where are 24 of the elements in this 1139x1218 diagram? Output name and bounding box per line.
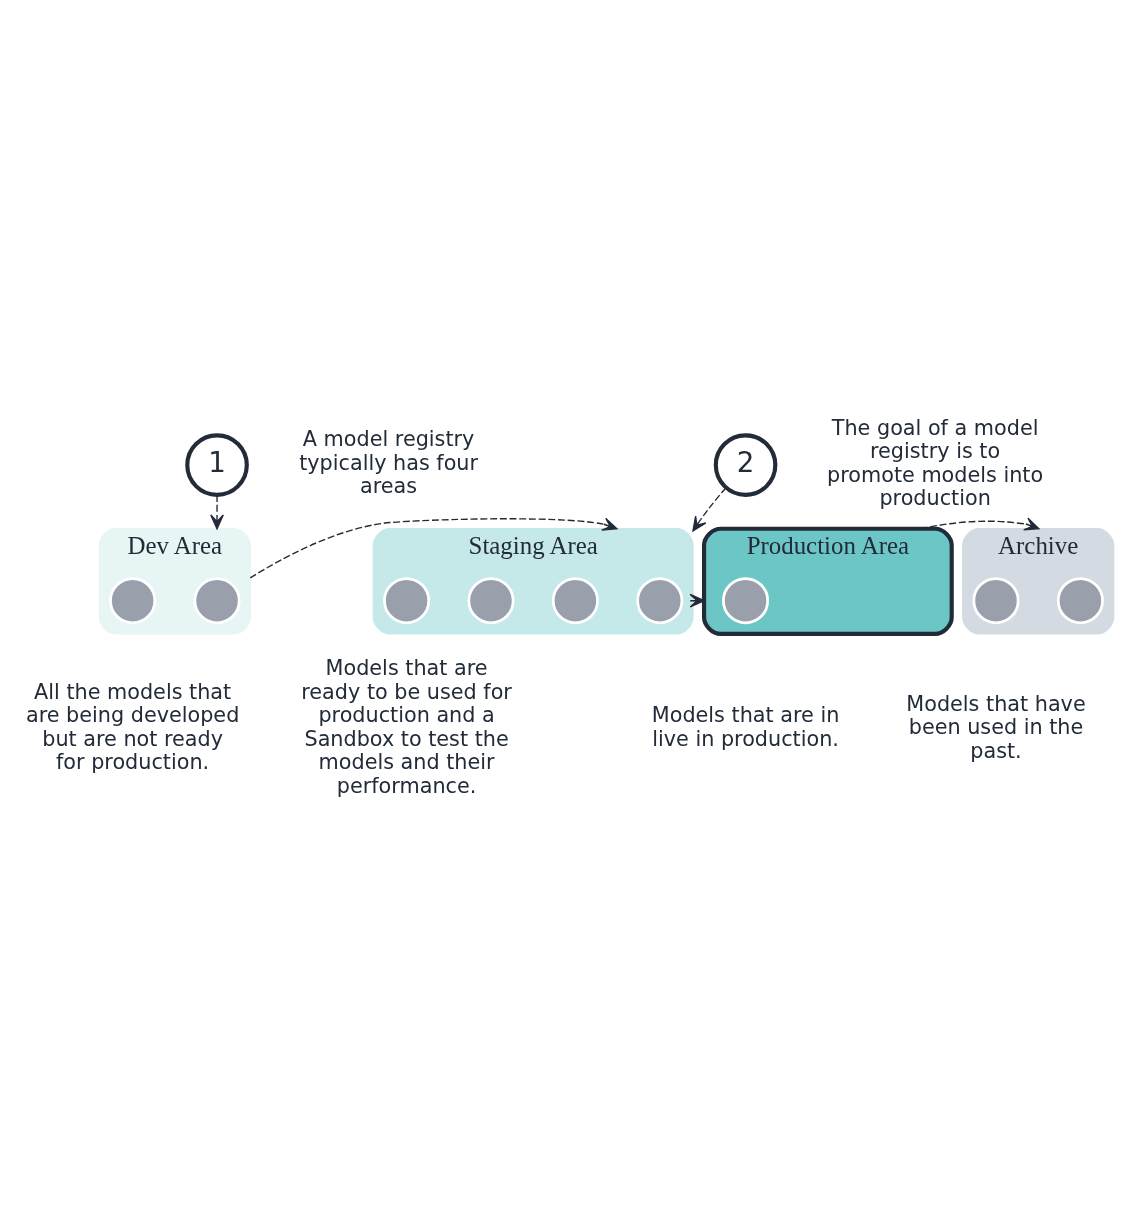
node-label: Models that are ready to be used for production and a Sandbox to test the models and their performance. xyxy=(301,656,512,799)
node-circle xyxy=(193,577,241,625)
arrow xyxy=(210,494,224,530)
cluster: Production Area xyxy=(701,526,954,636)
node-circle: 2 xyxy=(713,433,778,497)
node-label: Models that have been used in the past. xyxy=(906,691,1086,763)
cluster: Staging Area xyxy=(372,528,694,635)
node-circle xyxy=(1056,577,1104,625)
node-circle xyxy=(467,577,515,625)
node-label: Models that are in live in production. xyxy=(651,703,840,751)
node-circle xyxy=(636,577,684,625)
node-label: All the models that are being developed but are not ready for production. xyxy=(25,679,240,775)
node-circle xyxy=(109,577,157,625)
node-circle xyxy=(972,577,1020,625)
cluster: Dev Area xyxy=(98,528,251,635)
node-circle xyxy=(383,577,431,625)
node-circle xyxy=(722,577,770,625)
node-circle xyxy=(551,577,599,625)
node-label: The goal of a model registry is to promote models into production xyxy=(827,415,1044,511)
cluster: Archive xyxy=(962,528,1115,635)
arrow xyxy=(249,517,618,579)
arrow xyxy=(692,487,727,532)
node-circle: 1 xyxy=(185,433,249,497)
node-label: A model registry typically has four areas xyxy=(299,427,479,499)
